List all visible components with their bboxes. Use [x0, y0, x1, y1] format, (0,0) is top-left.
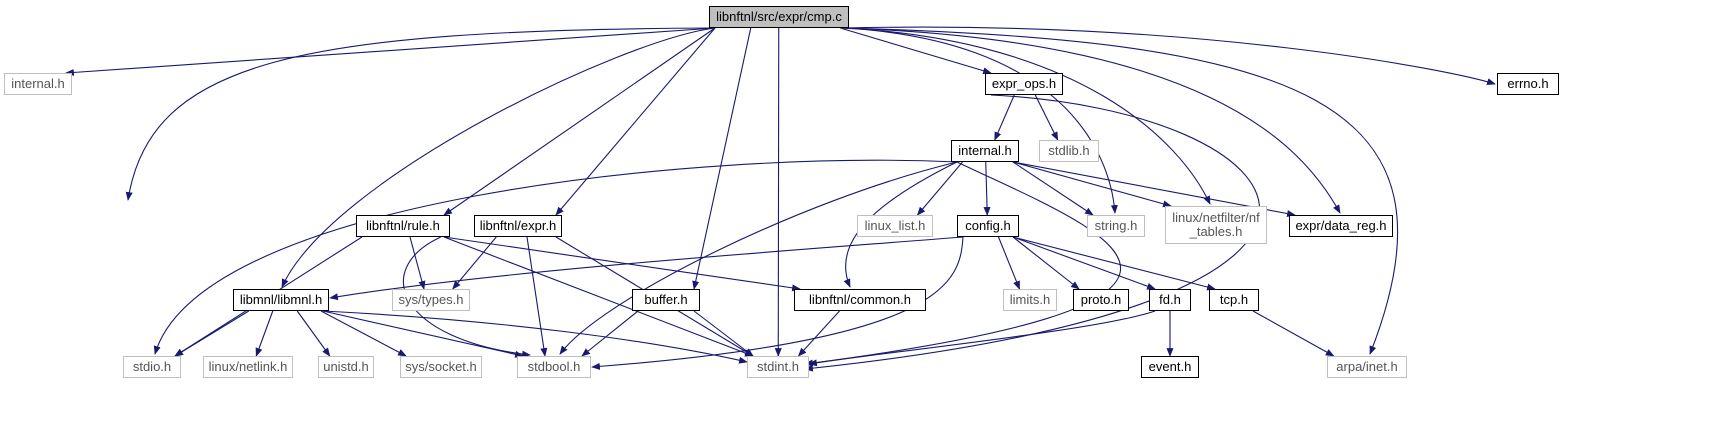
node-config-h[interactable]: config.h	[957, 215, 1019, 237]
edge-config-to-limits	[997, 236, 1021, 290]
node-libmnl-h[interactable]: libmnl/libmnl.h	[233, 289, 329, 311]
node-linux-list-h: linux_list.h	[857, 215, 933, 237]
edge-root-to-expr	[555, 27, 716, 216]
edge-internal-to-config	[983, 161, 991, 216]
edge-root-to-rule	[443, 27, 716, 216]
edge-rule-to-common	[443, 236, 801, 292]
edge-root-to-expr_ops	[840, 27, 992, 75]
node-sys-socket-h: sys/socket.h	[400, 356, 482, 378]
node-tcp-h[interactable]: tcp.h	[1209, 289, 1259, 311]
edge-expr-to-stdbool	[526, 236, 548, 357]
edge-tcp-to-arpa_inet	[1252, 310, 1335, 357]
edge-libmnl-to-unistd	[296, 310, 331, 357]
edge-root-to-libmnl	[281, 27, 716, 288]
node-internal-h[interactable]: internal.h	[951, 140, 1019, 162]
edge-expr-to-sys_types	[452, 236, 497, 290]
node-fd-h[interactable]: fd.h	[1149, 289, 1191, 311]
edge-root-to-string	[842, 27, 1118, 214]
edge-config-to-tcp	[1012, 236, 1216, 291]
node-linux-netlink-h: linux/netlink.h	[203, 356, 293, 378]
node-internal-h-top: internal.h	[4, 73, 72, 95]
node-errno-h[interactable]: errno.h	[1497, 73, 1559, 95]
edge-internal-to-string	[1012, 161, 1094, 216]
node-expr-ops-h[interactable]: expr_ops.h	[985, 73, 1063, 95]
node-libnftnl-rule-h[interactable]: libnftnl/rule.h	[356, 215, 450, 237]
edge-root-to-nf_tables	[842, 27, 1211, 205]
edge-expr_ops-to-stdlib	[1034, 94, 1059, 141]
node-stdlib-h: stdlib.h	[1039, 140, 1099, 162]
edge-internal-to-stdint	[804, 161, 1121, 367]
edge-internal-to-stdbool	[559, 161, 958, 355]
edge-rule-to-stdint	[443, 236, 754, 357]
edge-common-to-stdint	[797, 310, 840, 357]
node-expr-data-reg-h[interactable]: expr/data_reg.h	[1289, 215, 1393, 237]
node-libnftnl-expr-h[interactable]: libnftnl/expr.h	[474, 215, 562, 237]
node-buffer-h[interactable]: buffer.h	[632, 289, 700, 311]
edge-libmnl-to-stdint	[322, 310, 748, 364]
node-limits-h: limits.h	[1003, 289, 1057, 311]
edge-root-to-stdint	[774, 27, 782, 357]
edge-fd-to-stdint	[808, 310, 1156, 367]
edge-config-to-proto	[1012, 236, 1080, 290]
edge-root-to-stdio	[125, 27, 716, 201]
edge-config-to-libmnl	[329, 236, 964, 301]
node-event-h[interactable]: event.h	[1141, 356, 1199, 378]
node-stdbool-h: stdbool.h	[517, 356, 591, 378]
node-libnftnl-common-h[interactable]: libnftnl/common.h	[794, 289, 926, 311]
node-string-h: string.h	[1087, 215, 1145, 237]
edge-buffer-to-stdint	[693, 310, 754, 357]
node-unistd-h: unistd.h	[318, 356, 374, 378]
node-arpa-inet-h: arpa/inet.h	[1327, 356, 1407, 378]
edge-rule-to-sys_types	[409, 236, 426, 290]
node-proto-h[interactable]: proto.h	[1073, 289, 1129, 311]
node-root-cmp-c[interactable]: libnftnl/src/expr/cmp.c	[709, 6, 849, 28]
edge-buffer-to-stdbool	[581, 310, 639, 357]
edge-expr_ops-to-internal	[994, 94, 1015, 141]
node-stdint-h: stdint.h	[747, 356, 809, 378]
edge-root-to-data_reg	[842, 27, 1341, 214]
node-linux-netfilter-nf-tables-h: linux/netfilter/nf _tables.h	[1165, 206, 1267, 244]
edge-internal-to-linux_list	[916, 161, 963, 216]
node-sys-types-h: sys/types.h	[392, 289, 470, 311]
edge-root-to-buffer	[692, 27, 752, 290]
edge-internal-to-stdio	[153, 159, 958, 355]
node-stdio-h: stdio.h	[123, 356, 181, 378]
edge-root-to-errno	[842, 26, 1496, 86]
edge-libmnl-to-sys_socket	[320, 310, 407, 357]
edge-libmnl-to-linux_netlink	[255, 310, 274, 357]
edge-root-to-internal_top	[65, 27, 716, 76]
edge-internal-to-nf_tables	[1012, 161, 1172, 208]
edge-config-to-fd	[1012, 236, 1156, 290]
edge-root-to-arpa_inet	[842, 27, 1399, 355]
